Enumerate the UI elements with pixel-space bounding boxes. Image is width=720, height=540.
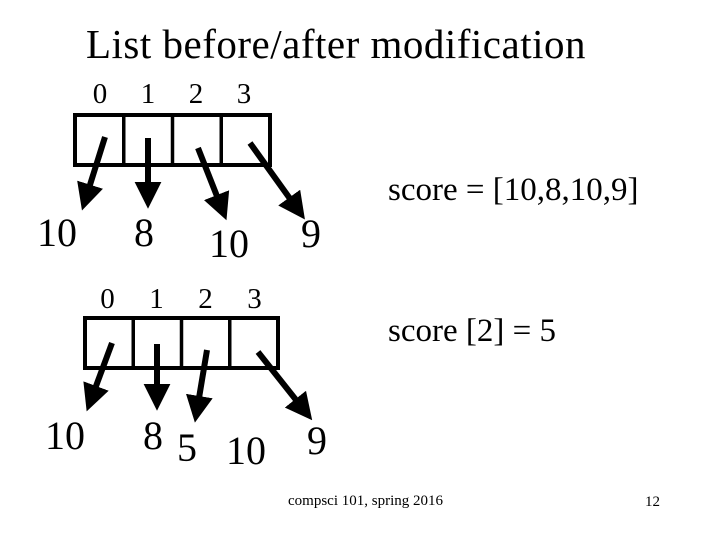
- after-value-label: 10: [45, 413, 85, 458]
- after-array-diagram: [83, 316, 313, 423]
- after-value-label-new: 5: [177, 425, 197, 470]
- slide-title: List before/after modification: [86, 21, 586, 67]
- before-index-label: 3: [236, 78, 252, 110]
- before-value-label: 10: [37, 210, 77, 255]
- pointer-arrow-after-2: [186, 349, 213, 423]
- before-array-diagram: [73, 113, 305, 221]
- footer-page-number: 12: [645, 494, 660, 510]
- before-value-label: 9: [301, 211, 321, 256]
- before-value-label: 10: [209, 221, 249, 266]
- after-value-label-old: 10: [226, 428, 266, 473]
- after-index-label: 1: [149, 283, 164, 315]
- code-before: score = [10,8,10,9]: [388, 172, 639, 208]
- pointer-arrow-after-0: [83, 341, 115, 412]
- after-index-label: 2: [198, 283, 213, 315]
- footer-course: compsci 101, spring 2016: [288, 493, 443, 509]
- after-index-label: 0: [100, 283, 115, 315]
- before-index-label: 0: [92, 78, 108, 110]
- pointer-arrow-before-2: [195, 146, 230, 221]
- before-value-label: 8: [134, 210, 154, 255]
- after-value-label: 8: [143, 413, 163, 458]
- pointer-arrow-before-0: [77, 136, 108, 211]
- pointer-arrow-before-3: [247, 141, 305, 220]
- before-index-label: 2: [188, 78, 204, 110]
- after-value-label: 9: [307, 418, 327, 463]
- before-index-row: 0 1 2 3: [76, 80, 268, 109]
- after-index-row: 0 1 2 3: [83, 285, 279, 314]
- pointer-arrow-after-3: [255, 350, 313, 421]
- code-after: score [2] = 5: [388, 313, 556, 349]
- after-index-label: 3: [247, 283, 262, 315]
- before-index-label: 1: [140, 78, 156, 110]
